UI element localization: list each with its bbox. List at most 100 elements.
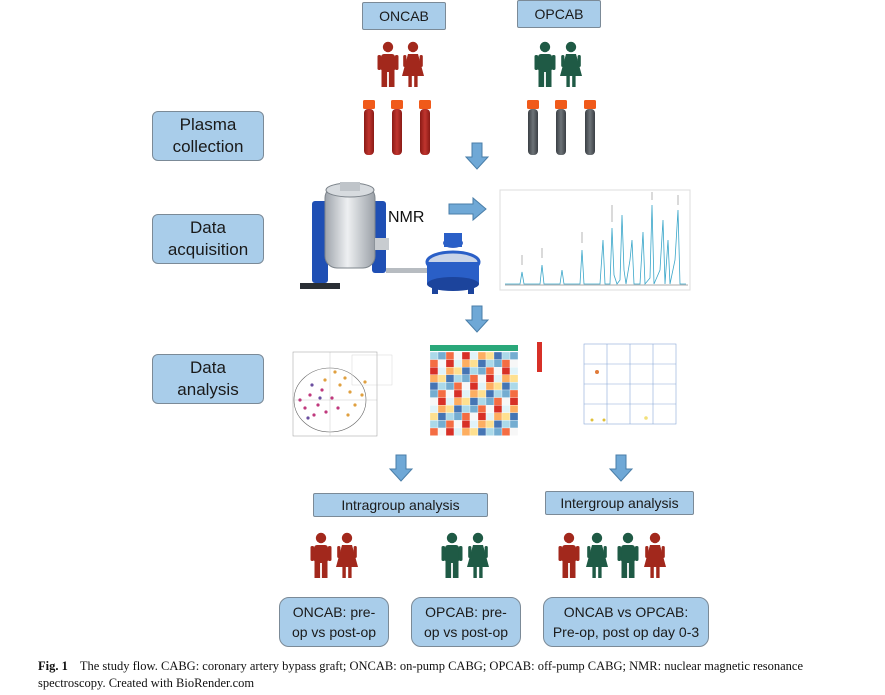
heatmap-cell [445, 359, 455, 368]
heatmap-cell [485, 427, 495, 436]
heatmap-cell [461, 405, 471, 413]
heatmap-cell [461, 412, 471, 421]
heatmap-cell [501, 367, 511, 375]
heatmap-cell [429, 405, 439, 413]
nmr-label: NMR [388, 209, 425, 226]
heatmap-cell [477, 351, 487, 360]
heatmap-image [429, 342, 542, 436]
intergroup-result: ONCAB vs OPCAB: Pre-op, post op day 0-3 [543, 597, 709, 647]
heatmap-cell [445, 389, 455, 398]
heatmap-cell [509, 389, 519, 398]
heatmap-cell [453, 359, 463, 368]
heatmap-cell [501, 397, 511, 406]
heatmap-cell [461, 367, 471, 375]
oncab-man-icon [310, 532, 332, 578]
heatmap-cell [469, 420, 479, 429]
heatmap-cell [453, 389, 463, 398]
heatmap-cell [429, 420, 439, 429]
oncab-group-label: ONCAB [362, 2, 446, 30]
heatmap-cell [461, 427, 471, 436]
oncab-intragroup-result: ONCAB: pre- op vs post-op [279, 597, 389, 647]
heatmap-cell [493, 374, 503, 383]
oncab-woman-icon [644, 532, 666, 578]
heatmap-cell [493, 420, 503, 429]
heatmap-cell [477, 405, 487, 413]
heatmap-cell [429, 382, 439, 391]
heatmap-cell [469, 351, 479, 360]
heatmap-cell [453, 420, 463, 429]
heatmap-cell [501, 359, 511, 368]
heatmap-cell [461, 359, 471, 368]
heatmap-cell [453, 397, 463, 406]
heatmap-cell [501, 351, 511, 360]
heatmap-cell [469, 374, 479, 383]
heatmap-cell [429, 359, 439, 368]
heatmap-cell [437, 367, 447, 375]
heatmap-cell [509, 427, 519, 436]
heatmap-cell [493, 405, 503, 413]
heatmap-cell [501, 405, 511, 413]
heatmap-cell [437, 397, 447, 406]
heatmap-cell [493, 359, 503, 368]
heatmap-cell [461, 382, 471, 391]
oncab-man-icon [558, 532, 580, 578]
heatmap-cell [461, 374, 471, 383]
opcab-man-icon [534, 41, 556, 87]
caption-text: The study flow. CABG: coronary artery by… [38, 659, 804, 690]
heatmap-cell [501, 412, 511, 421]
heatmap-cell [445, 412, 455, 421]
heatmap-cell [445, 351, 455, 360]
heatmap-cell [469, 405, 479, 413]
nmr-spectrum-image [499, 189, 691, 291]
heatmap-cell [429, 389, 439, 398]
heatmap-cell [469, 367, 479, 375]
heatmap-cell [477, 397, 487, 406]
heatmap-cell [477, 382, 487, 391]
data-acquisition-box: Data acquisition [152, 214, 264, 264]
oncab-woman-icon [336, 532, 358, 578]
heatmap-cell [445, 367, 455, 375]
heatmap-cell [477, 359, 487, 368]
opcab-woman-icon [586, 532, 608, 578]
heatmap-cell [469, 397, 479, 406]
heatmap-cell [445, 397, 455, 406]
heatmap-cell [453, 382, 463, 391]
heatmap-cell [461, 397, 471, 406]
pca-scores-plot-image [285, 345, 395, 445]
heatmap-cell [485, 389, 495, 398]
heatmap-cell [445, 427, 455, 436]
heatmap-cell [509, 397, 519, 406]
heatmap-cell [437, 420, 447, 429]
heatmap-cell [445, 405, 455, 413]
heatmap-colorbar [537, 342, 542, 372]
heatmap-cell [485, 397, 495, 406]
heatmap-cell [485, 359, 495, 368]
down-arrow-icon [608, 454, 634, 482]
opcab-intragroup-result: OPCAB: pre- op vs post-op [411, 597, 521, 647]
heatmap-cell [509, 374, 519, 383]
heatmap-cell [453, 427, 463, 436]
heatmap-cell [493, 367, 503, 375]
heatmap-cell [501, 382, 511, 391]
diagram-graphics [285, 41, 691, 578]
heatmap-cell [453, 405, 463, 413]
red-blood-tubes-icon [363, 100, 431, 155]
heatmap-cell [493, 412, 503, 421]
heatmap-cell [437, 412, 447, 421]
heatmap-cell [437, 382, 447, 391]
oncab-man-icon [377, 41, 399, 87]
heatmap-cell [469, 382, 479, 391]
heatmap-cell [493, 389, 503, 398]
opcab-man-icon [617, 532, 639, 578]
heatmap-cell [429, 374, 439, 383]
intragroup-analysis-box: Intragroup analysis [313, 493, 488, 517]
heatmap-cell [429, 367, 439, 375]
right-arrow-icon [448, 196, 487, 222]
opcab-man-icon [441, 532, 463, 578]
heatmap-cell [461, 389, 471, 398]
heatmap-cell [429, 412, 439, 421]
heatmap-cell [509, 359, 519, 368]
heatmap-cell [485, 367, 495, 375]
heatmap-cell [509, 351, 519, 360]
